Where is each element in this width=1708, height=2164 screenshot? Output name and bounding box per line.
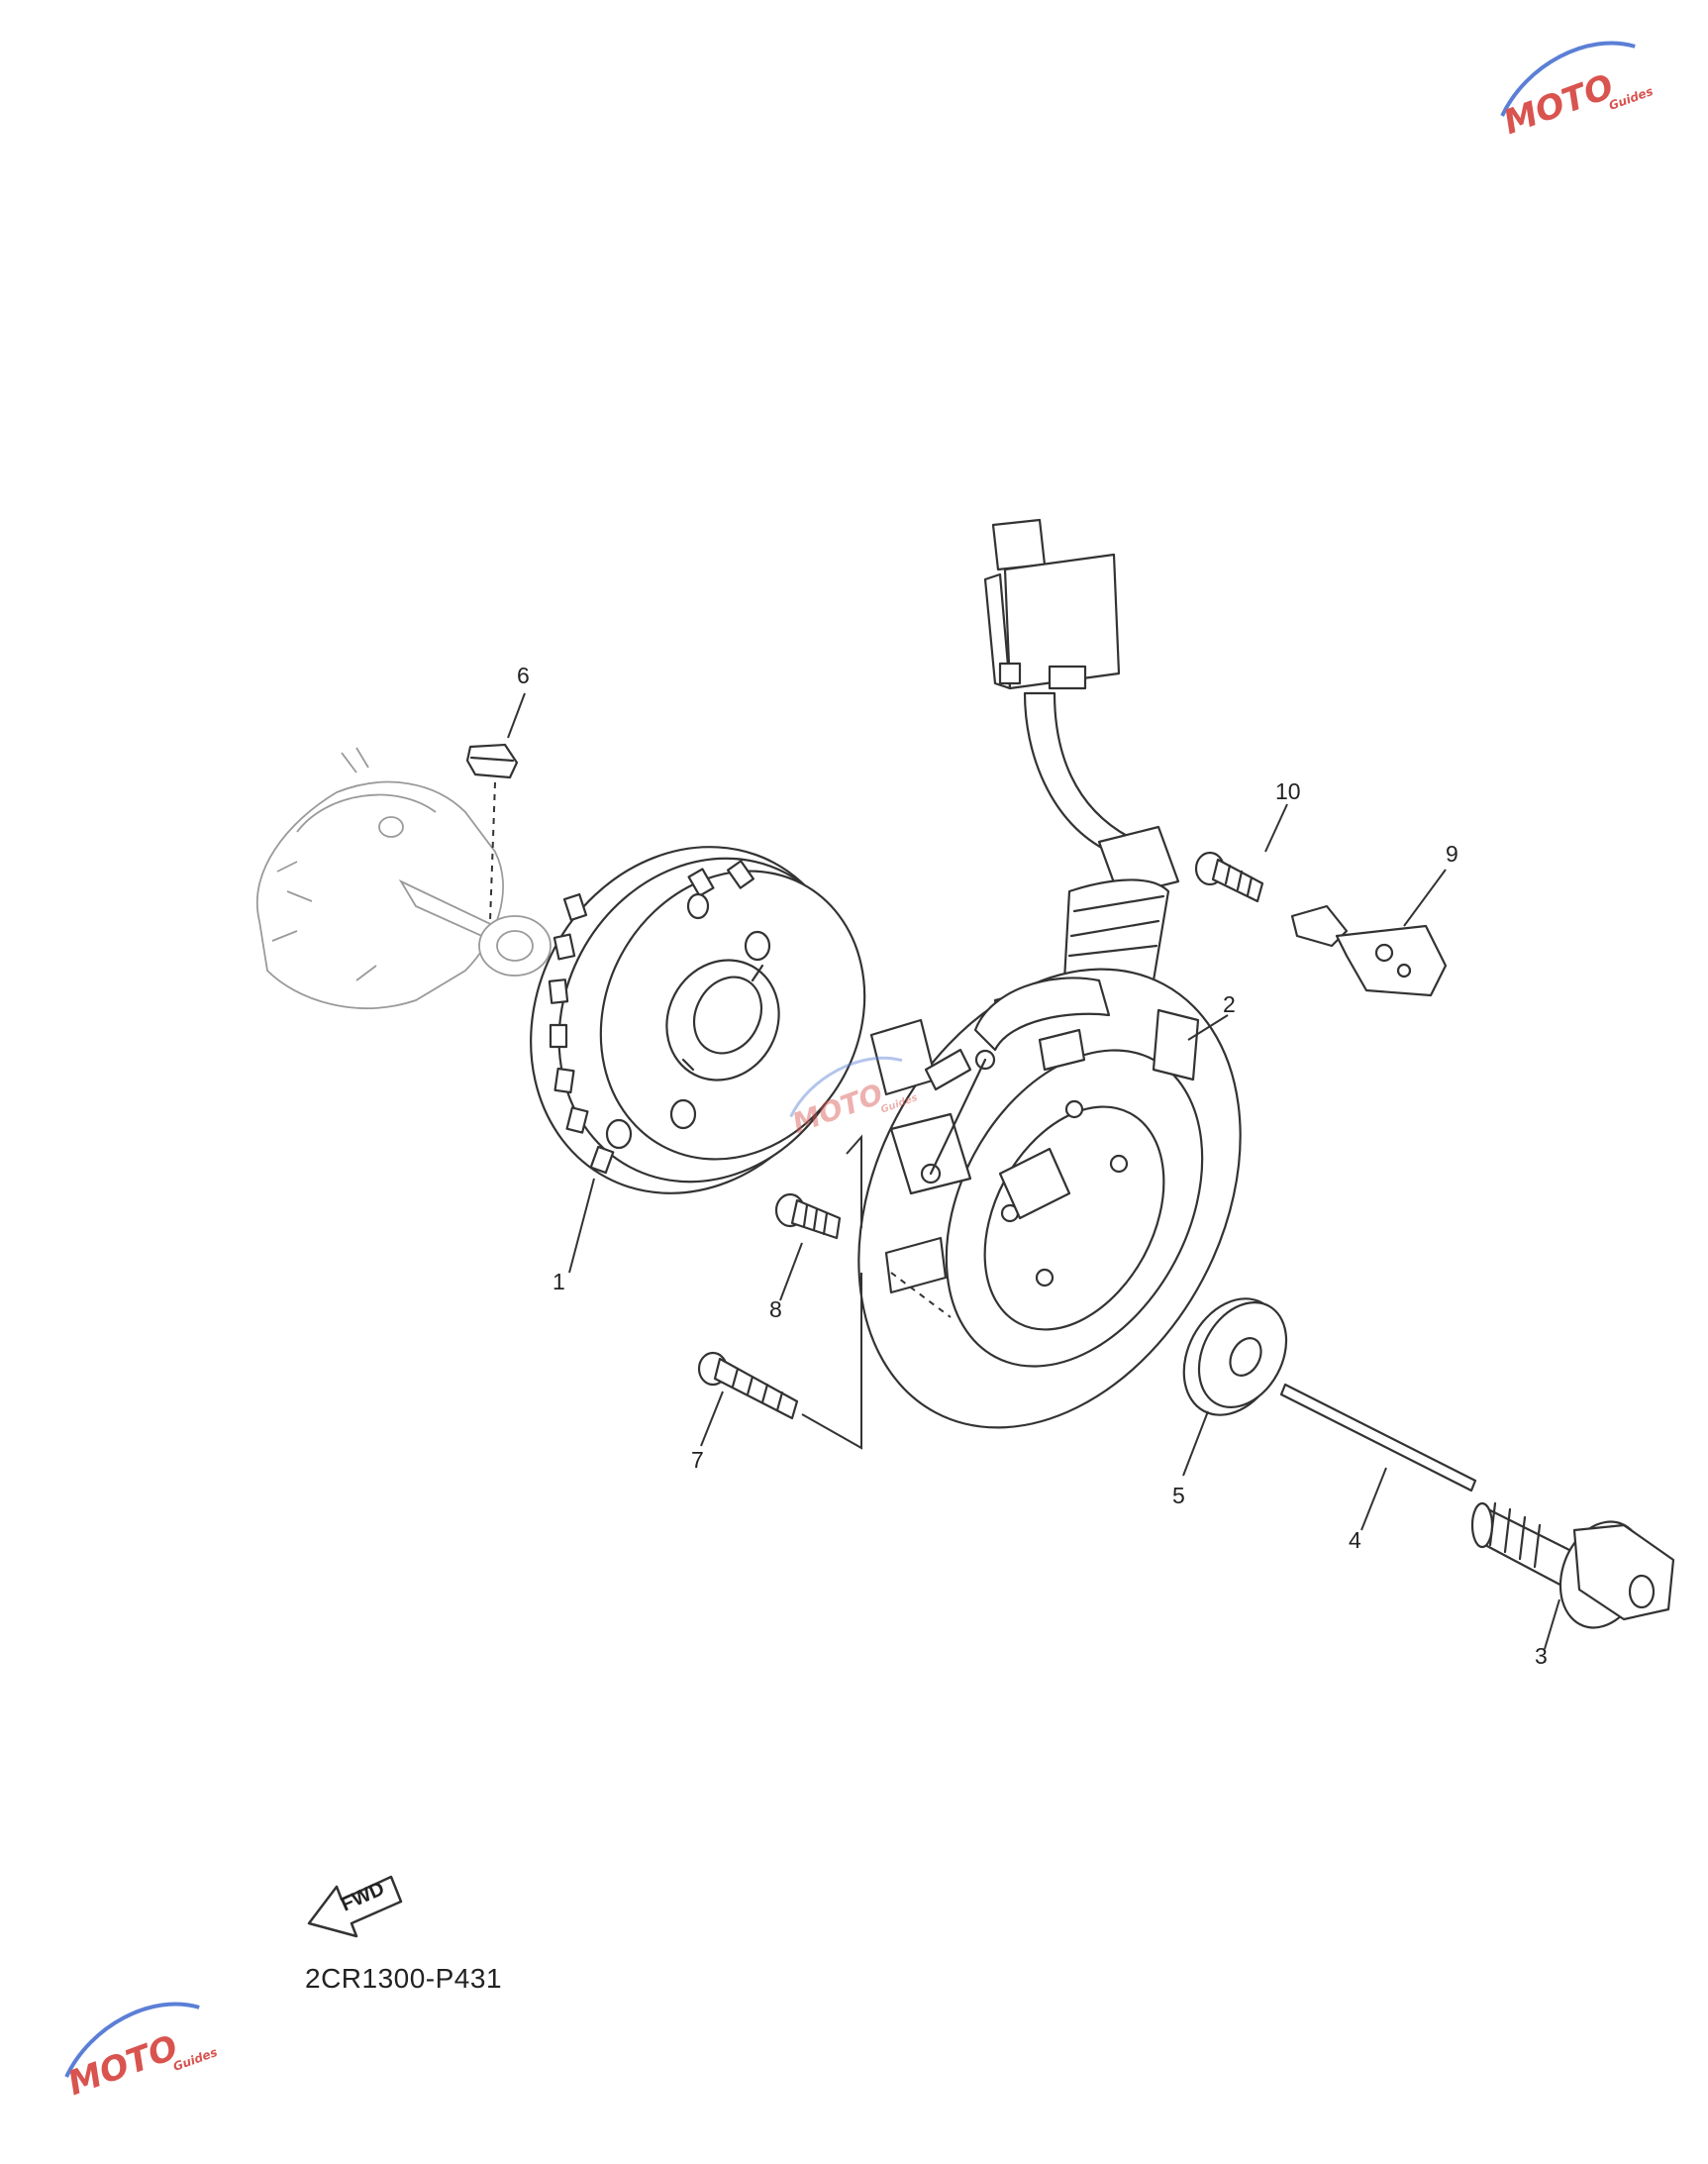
leader-8 <box>779 1242 803 1301</box>
rod-part-4 <box>1279 1383 1477 1493</box>
callout-7: 7 <box>691 1447 704 1473</box>
screw-part-8 <box>774 1192 842 1240</box>
leader-3 <box>1544 1598 1560 1650</box>
stator-assembly-part-2 <box>857 518 1242 1429</box>
callout-4: 4 <box>1349 1527 1361 1553</box>
screw-part-7 <box>697 1351 799 1420</box>
callout-8: 8 <box>769 1296 782 1322</box>
callout-5: 5 <box>1172 1483 1185 1508</box>
diagram-code: 2CR1300-P431 <box>305 1963 503 1994</box>
leader-2 <box>1187 1014 1229 1041</box>
bolt-part-3 <box>1470 1501 1675 1629</box>
watermark-subtext: Guides <box>1607 84 1655 113</box>
callout-6: 6 <box>517 663 530 688</box>
bracket-7 <box>801 1273 862 1450</box>
bracket-8 <box>846 1134 862 1228</box>
callout-2: 2 <box>1223 991 1236 1017</box>
watermark-subtext: Guides <box>171 2045 219 2074</box>
woodruff-key-part-6 <box>465 743 519 779</box>
leader-1 <box>568 1178 595 1274</box>
leader-10 <box>1264 803 1288 853</box>
watermark-logo-top-right: MOTO Guides <box>1498 41 1655 143</box>
fwd-arrow-icon: FWD <box>307 1875 403 1938</box>
clamp-part-9 <box>1290 904 1448 997</box>
crankshaft-reference <box>256 747 552 1009</box>
callout-1: 1 <box>553 1269 565 1294</box>
leader-9 <box>1403 869 1447 927</box>
leader-7 <box>700 1391 724 1447</box>
rotor-part-1 <box>530 846 866 1194</box>
watermark-logo-bottom-left: MOTO Guides <box>62 2002 219 2104</box>
watermark-text: MOTO <box>62 2027 183 2104</box>
leader-4 <box>1360 1467 1387 1531</box>
callout-9: 9 <box>1446 841 1458 867</box>
leader-5 <box>1182 1410 1209 1477</box>
leader-6 <box>507 692 526 739</box>
watermark-text: MOTO <box>1498 66 1619 143</box>
screw-dashed-guide <box>890 1272 952 1318</box>
screw-part-10 <box>1194 851 1264 903</box>
callout-10: 10 <box>1275 778 1301 804</box>
callout-3: 3 <box>1535 1643 1548 1669</box>
washer-part-5 <box>1182 1297 1288 1416</box>
